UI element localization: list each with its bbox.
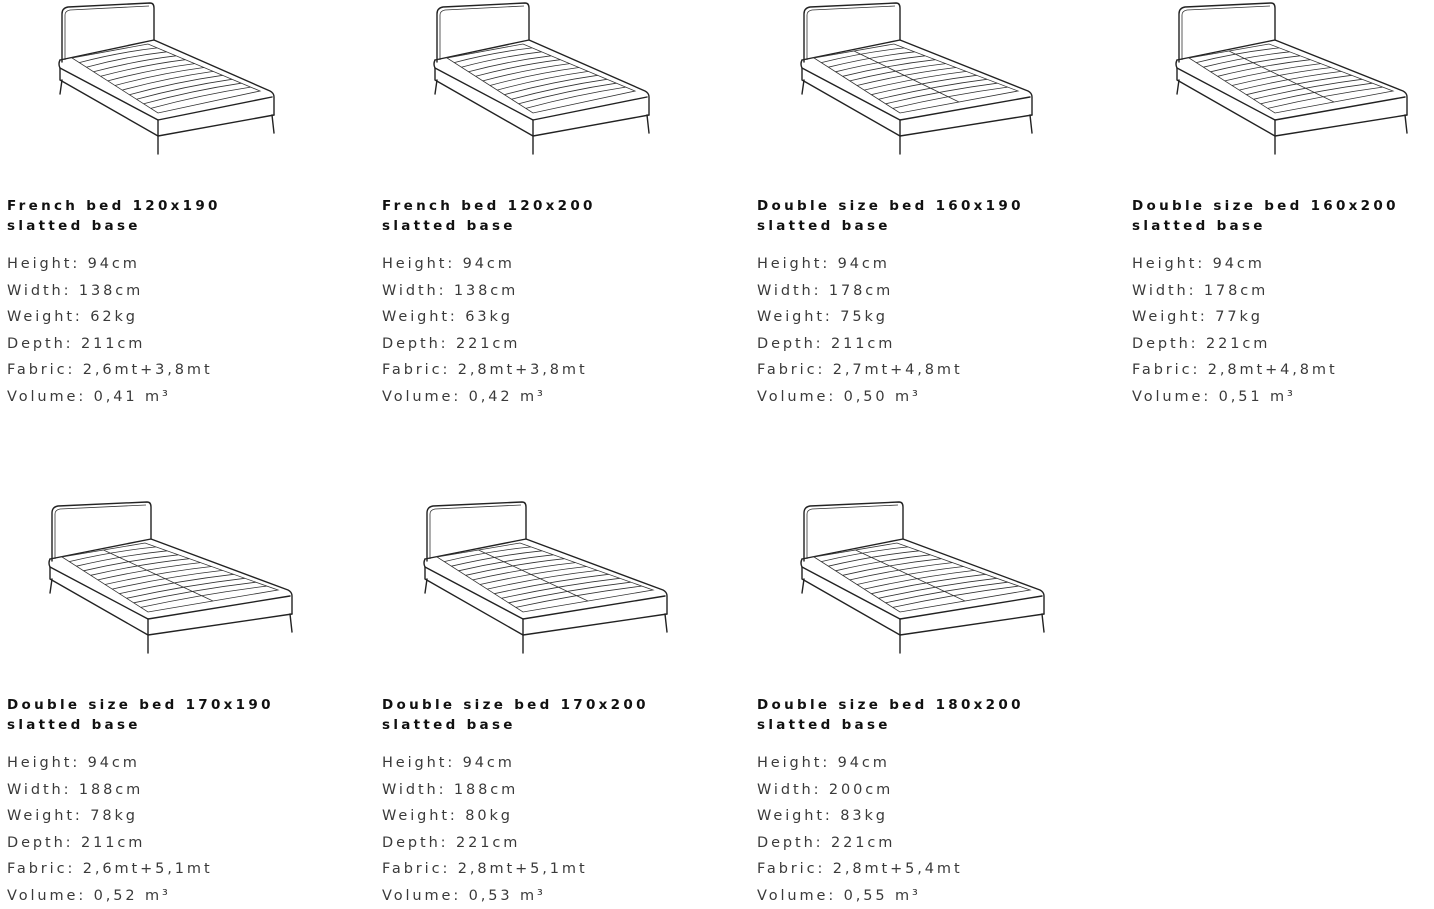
bed-illustration-icon (375, 499, 675, 664)
bed-line-drawing (1125, 0, 1425, 165)
spec-width: Width: 200cm (757, 777, 963, 804)
bed-card-double-170x190: Double size bed 170x190 slatted base Hei… (0, 499, 372, 909)
bed-card-double-170x200: Double size bed 170x200 slatted base Hei… (375, 499, 747, 909)
spec-width: Width: 188cm (7, 777, 213, 804)
bed-illustration-icon (375, 0, 675, 165)
bed-title-line1: Double size bed 180x200 (757, 695, 1129, 715)
bed-line-drawing (0, 0, 300, 165)
spec-width: Width: 138cm (7, 278, 213, 305)
spec-fabric: Fabric: 2,8mt+3,8mt (382, 357, 588, 384)
spec-fabric: Fabric: 2,6mt+5,1mt (7, 856, 213, 883)
spec-volume: Volume: 0,51 m³ (1132, 384, 1338, 411)
bed-title: Double size bed 160x200 slatted base (1132, 196, 1434, 236)
bed-card-french-120x190: French bed 120x190 slatted base Height: … (0, 0, 372, 410)
bed-title-line2: slatted base (1132, 216, 1434, 236)
bed-illustration-icon (750, 499, 1050, 664)
spec-weight: Weight: 63kg (382, 304, 588, 331)
bed-card-french-120x200: French bed 120x200 slatted base Height: … (375, 0, 747, 410)
bed-line-drawing (0, 499, 300, 664)
spec-depth: Depth: 221cm (382, 830, 588, 857)
spec-depth: Depth: 221cm (1132, 331, 1338, 358)
spec-depth: Depth: 211cm (757, 331, 963, 358)
spec-depth: Depth: 211cm (7, 331, 213, 358)
bed-title-line2: slatted base (382, 216, 754, 236)
spec-volume: Volume: 0,50 m³ (757, 384, 963, 411)
bed-illustration-icon (0, 0, 300, 165)
bed-title-line2: slatted base (382, 715, 754, 735)
spec-width: Width: 178cm (757, 278, 963, 305)
bed-line-drawing (375, 499, 675, 664)
bed-title: Double size bed 160x190 slatted base (757, 196, 1129, 236)
bed-line-drawing (750, 0, 1050, 165)
bed-title: Double size bed 170x200 slatted base (382, 695, 754, 735)
bed-title: French bed 120x200 slatted base (382, 196, 754, 236)
bed-title: Double size bed 180x200 slatted base (757, 695, 1129, 735)
bed-specs-list: Height: 94cm Width: 138cm Weight: 63kg D… (382, 251, 588, 410)
bed-title-line1: Double size bed 170x190 (7, 695, 379, 715)
spec-width: Width: 178cm (1132, 278, 1338, 305)
spec-height: Height: 94cm (757, 750, 963, 777)
spec-height: Height: 94cm (382, 750, 588, 777)
spec-weight: Weight: 77kg (1132, 304, 1338, 331)
spec-volume: Volume: 0,53 m³ (382, 883, 588, 909)
spec-depth: Depth: 211cm (7, 830, 213, 857)
bed-title-line2: slatted base (7, 715, 379, 735)
bed-title-line1: Double size bed 170x200 (382, 695, 754, 715)
spec-height: Height: 94cm (1132, 251, 1338, 278)
bed-title-line2: slatted base (7, 216, 379, 236)
bed-illustration-icon (1125, 0, 1425, 165)
bed-line-drawing (375, 0, 675, 165)
bed-line-drawing (750, 499, 1050, 664)
spec-depth: Depth: 221cm (382, 331, 588, 358)
spec-height: Height: 94cm (7, 251, 213, 278)
spec-volume: Volume: 0,52 m³ (7, 883, 213, 909)
spec-fabric: Fabric: 2,8mt+5,1mt (382, 856, 588, 883)
spec-volume: Volume: 0,42 m³ (382, 384, 588, 411)
bed-title-line1: Double size bed 160x190 (757, 196, 1129, 216)
spec-fabric: Fabric: 2,7mt+4,8mt (757, 357, 963, 384)
bed-title-line1: French bed 120x190 (7, 196, 379, 216)
bed-specs-list: Height: 94cm Width: 188cm Weight: 80kg D… (382, 750, 588, 909)
spec-weight: Weight: 80kg (382, 803, 588, 830)
spec-height: Height: 94cm (7, 750, 213, 777)
spec-weight: Weight: 78kg (7, 803, 213, 830)
bed-specs-list: Height: 94cm Width: 178cm Weight: 77kg D… (1132, 251, 1338, 410)
spec-depth: Depth: 221cm (757, 830, 963, 857)
bed-title-line2: slatted base (757, 715, 1129, 735)
bed-title-line1: Double size bed 160x200 (1132, 196, 1434, 216)
bed-card-double-160x190: Double size bed 160x190 slatted base Hei… (750, 0, 1122, 410)
bed-title-line1: French bed 120x200 (382, 196, 754, 216)
spec-weight: Weight: 62kg (7, 304, 213, 331)
bed-specs-list: Height: 94cm Width: 200cm Weight: 83kg D… (757, 750, 963, 909)
spec-fabric: Fabric: 2,8mt+5,4mt (757, 856, 963, 883)
spec-height: Height: 94cm (757, 251, 963, 278)
bed-specs-list: Height: 94cm Width: 138cm Weight: 62kg D… (7, 251, 213, 410)
bed-title: French bed 120x190 slatted base (7, 196, 379, 236)
bed-card-double-160x200: Double size bed 160x200 slatted base Hei… (1125, 0, 1434, 410)
spec-volume: Volume: 0,41 m³ (7, 384, 213, 411)
bed-title-line2: slatted base (757, 216, 1129, 236)
bed-illustration-icon (750, 0, 1050, 165)
bed-title: Double size bed 170x190 slatted base (7, 695, 379, 735)
spec-height: Height: 94cm (382, 251, 588, 278)
spec-weight: Weight: 75kg (757, 304, 963, 331)
bed-specs-list: Height: 94cm Width: 178cm Weight: 75kg D… (757, 251, 963, 410)
spec-fabric: Fabric: 2,6mt+3,8mt (7, 357, 213, 384)
spec-width: Width: 188cm (382, 777, 588, 804)
spec-volume: Volume: 0,55 m³ (757, 883, 963, 909)
spec-fabric: Fabric: 2,8mt+4,8mt (1132, 357, 1338, 384)
bed-illustration-icon (0, 499, 300, 664)
spec-width: Width: 138cm (382, 278, 588, 305)
bed-specs-list: Height: 94cm Width: 188cm Weight: 78kg D… (7, 750, 213, 909)
bed-card-double-180x200: Double size bed 180x200 slatted base Hei… (750, 499, 1122, 909)
spec-weight: Weight: 83kg (757, 803, 963, 830)
